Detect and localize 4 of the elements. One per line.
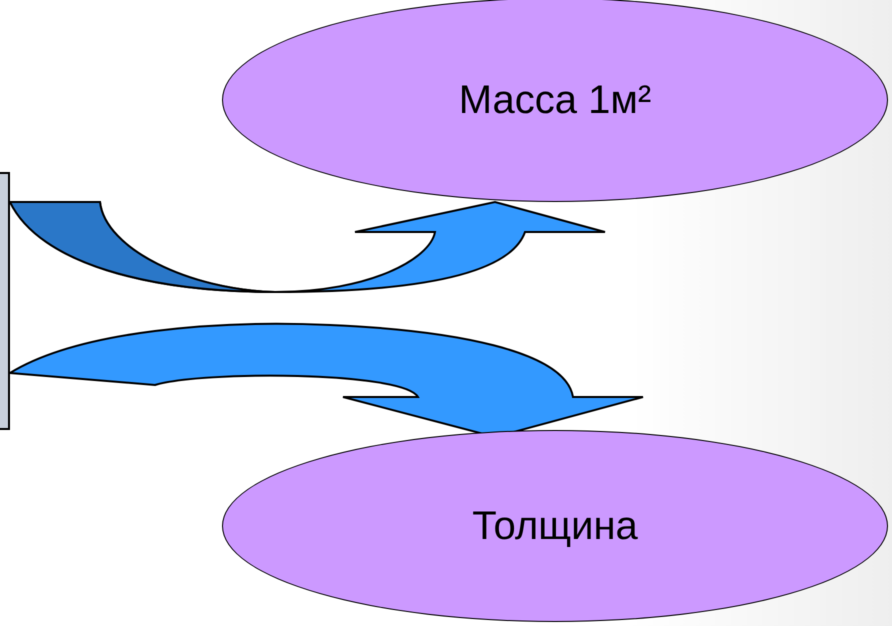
side-panel bbox=[0, 172, 10, 430]
curved-block-arrow bbox=[9, 201, 606, 293]
node-label: Масса 1м² bbox=[458, 78, 652, 122]
node-label: Толщина bbox=[472, 504, 638, 548]
